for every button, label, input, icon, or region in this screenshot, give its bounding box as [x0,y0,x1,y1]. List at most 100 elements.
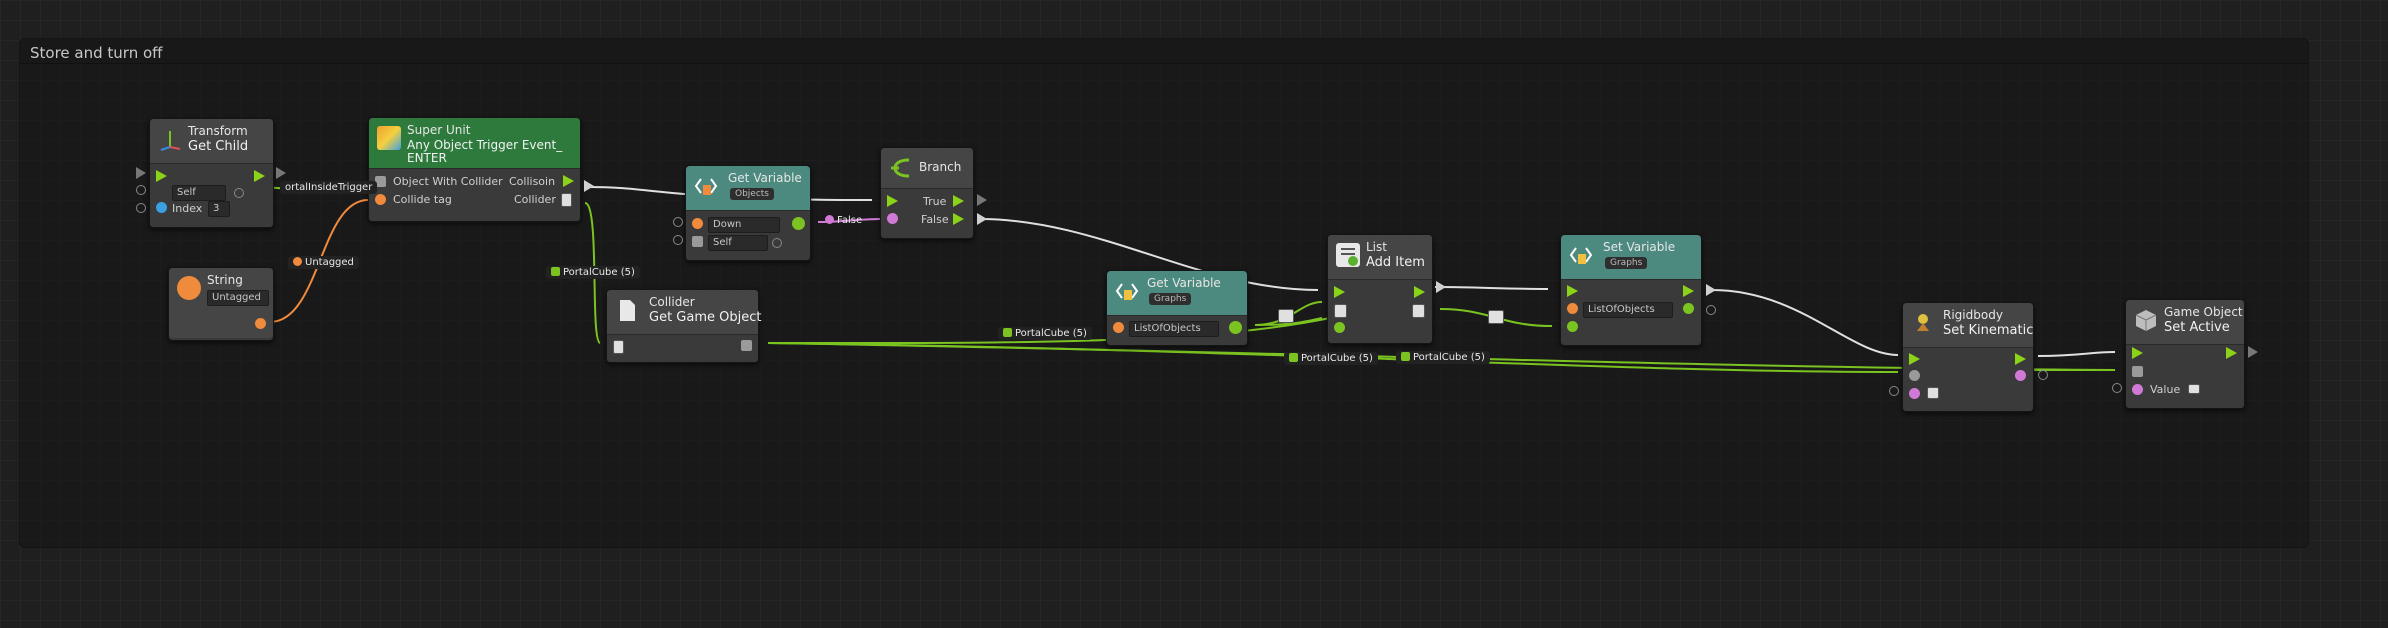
super-unit-node[interactable]: Super Unit Any Object Trigger Event_ ENT… [368,117,581,222]
value-input-port[interactable] [2132,384,2143,395]
index-field[interactable]: 3 [208,201,230,217]
index-label: Index [172,202,203,215]
gameobject-output-port[interactable] [741,340,752,351]
flow-out-port[interactable] [563,175,574,187]
object-port[interactable] [692,236,703,247]
value-output-port[interactable] [1683,303,1694,314]
node-title: String [207,273,243,287]
item-input-port[interactable] [1334,322,1345,333]
branch-node[interactable]: Branch True False [880,147,974,239]
value-input-port[interactable] [1567,321,1578,332]
setvar-flow-out[interactable] [1706,284,1716,296]
false-flow-port[interactable] [953,213,964,225]
scope-badge: Graphs [1605,257,1648,269]
flow-out-port[interactable] [2015,353,2026,365]
flow-out-port[interactable] [2226,347,2237,359]
list-output-port[interactable] [1412,304,1425,318]
outer-port[interactable] [136,203,146,213]
outer-flow-in[interactable] [136,167,146,179]
wire-label-portalcube-4: PortalCube (5) [1396,351,1490,364]
target-port[interactable] [234,188,244,198]
list-convert-icon [1488,310,1504,324]
node-title: Set Variable [1603,240,1676,254]
flow-in-port[interactable] [887,195,898,207]
variable-name-field[interactable]: ListOfObjects [1583,302,1673,318]
flow-out-port[interactable] [1414,286,1425,298]
node-header: List Add Item [1328,235,1432,280]
list-input-port[interactable] [1334,304,1347,318]
self-field[interactable]: Self [708,235,768,251]
outer-port[interactable] [673,235,683,245]
flow-in-port[interactable] [1334,286,1345,298]
self-field[interactable]: Self [172,185,226,201]
superunit-flow-out[interactable] [584,180,594,192]
rigidbody-set-kinematic-node[interactable]: Rigidbody Set Kinematic [1902,302,2034,412]
string-value-field[interactable]: Untagged [207,290,269,306]
flow-in-port[interactable] [156,170,167,182]
node-title: Get Variable [728,171,802,185]
outer-flow-out[interactable] [2248,346,2258,358]
group-header[interactable] [20,39,2308,64]
list-add-item-node[interactable]: List Add Item [1327,234,1433,344]
name-port[interactable] [1113,322,1124,333]
string-node[interactable]: String Untagged [168,267,274,341]
get-variable-graphs-node[interactable]: Get Variable Graphs ListOfObjects [1106,270,1248,346]
collider-port[interactable] [561,193,572,207]
variable-name-field[interactable]: ListOfObjects [1129,321,1219,337]
node-subtitle-line2: ENTER [407,151,447,165]
node-title: Game Object [2164,305,2243,319]
list-flow-out[interactable] [1436,281,1446,293]
flow-out-port[interactable] [1683,285,1694,297]
target-port[interactable] [1909,370,1920,381]
string-output-port[interactable] [255,318,266,329]
group-title: Store and turn off [30,44,163,62]
checkbox-icon[interactable] [2188,384,2200,394]
node-header: Collider Get Game Object [607,290,761,335]
node-subtitle: Set Kinematic [1943,323,2034,338]
false-flow-out[interactable] [977,213,987,225]
document-icon [615,298,639,322]
collider-input-port[interactable] [613,340,624,354]
kinematic-input-port[interactable] [1909,388,1920,399]
node-title: Get Variable [1147,276,1221,290]
outer-port[interactable] [1706,305,1716,315]
flow-out-port[interactable] [254,170,265,182]
outer-flow-out[interactable] [276,167,286,179]
value-output-port[interactable] [792,217,805,230]
outer-port[interactable] [136,185,146,195]
flow-in-port[interactable] [1567,285,1578,297]
target-port[interactable] [2132,366,2143,377]
transform-icon [158,127,182,151]
node-header: String Untagged [169,268,273,338]
object-out-port[interactable] [772,238,782,248]
outer-flow-out[interactable] [977,194,987,206]
rigidbody-icon [1911,311,1935,335]
name-port[interactable] [692,218,703,229]
set-variable-node[interactable]: Set Variable Graphs ListOfObjects [1560,234,1702,346]
outer-port[interactable] [2112,383,2122,393]
tag-port[interactable] [375,194,386,205]
checkbox-icon[interactable] [1927,387,1939,399]
outer-port[interactable] [1889,386,1899,396]
flow-in-port[interactable] [1909,353,1920,365]
wire-label-portalcube-2: PortalCube (5) [998,327,1092,340]
collider-get-game-object-node[interactable]: Collider Get Game Object [606,289,761,363]
outer-port[interactable] [673,217,683,227]
index-port[interactable] [156,202,167,213]
kinematic-output-port[interactable] [2015,370,2026,381]
variable-name-field[interactable]: Down [708,217,780,233]
condition-port[interactable] [887,213,898,224]
name-port[interactable] [1567,303,1578,314]
transform-get-child-node[interactable]: Transform Get Child Self Index 3 [149,118,274,228]
flow-in-port[interactable] [2132,347,2143,359]
wire-label-text: PortalCube (5) [1413,352,1485,363]
get-variable-objects-node[interactable]: Get Variable Objects Down Self [685,165,811,261]
true-flow-port[interactable] [953,195,964,207]
outer-port[interactable] [2038,370,2048,380]
node-subtitle: Get Child [188,139,249,154]
node-header: Game Object Set Active [2126,300,2244,345]
value-output-port[interactable] [1229,321,1242,334]
gameobject-set-active-node[interactable]: Game Object Set Active Value [2125,299,2245,409]
object-port[interactable] [375,176,386,187]
node-header: Branch [881,148,973,189]
